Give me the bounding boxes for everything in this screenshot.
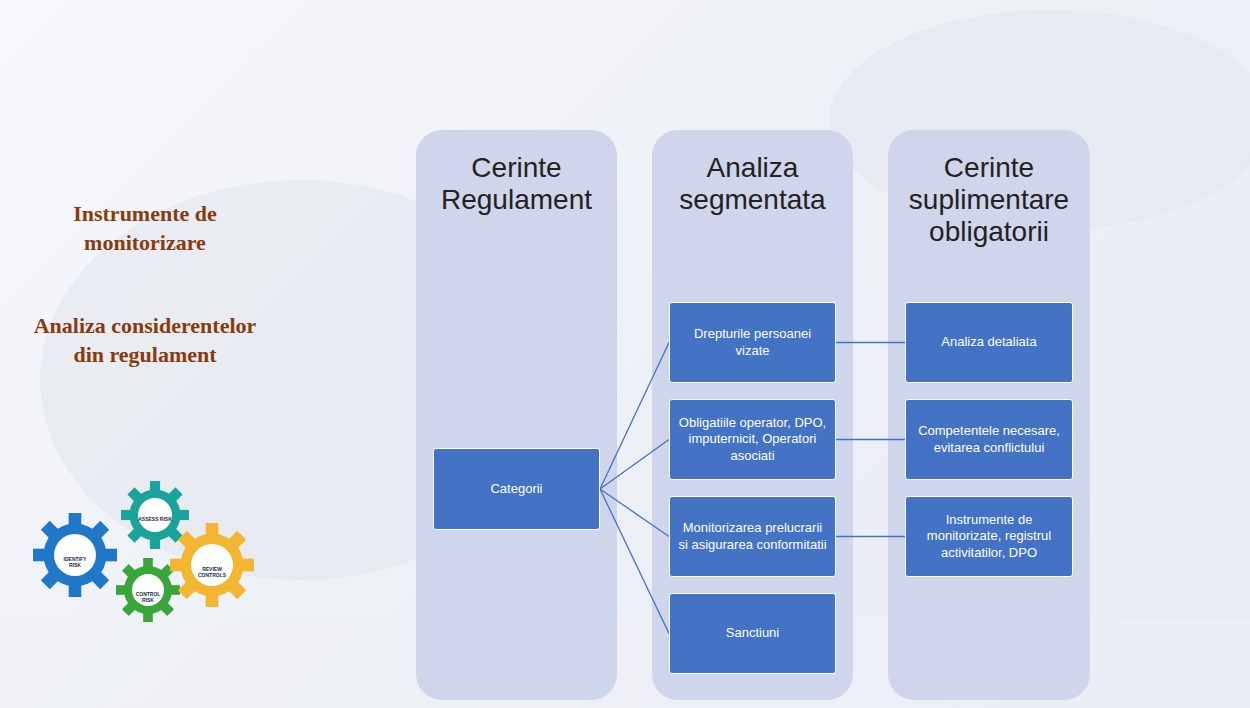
column-panel: Cerinte suplimentare obligatoriiAnaliza … bbox=[888, 130, 1090, 700]
process-box: Analiza detaliata bbox=[905, 302, 1073, 383]
box-label: Analiza detaliata bbox=[941, 334, 1036, 350]
box-label: Obligatiile operator, DPO, imputernicit,… bbox=[678, 415, 827, 464]
gear-label: CONTROL RISK bbox=[131, 592, 165, 603]
process-box: Drepturile persoanei vizate bbox=[669, 302, 836, 383]
box-label: Categorii bbox=[490, 481, 542, 497]
box-label: Instrumente de monitorizate, registrul a… bbox=[914, 512, 1064, 561]
process-box: Instrumente de monitorizate, registrul a… bbox=[905, 496, 1073, 577]
box-label: Drepturile persoanei vizate bbox=[678, 326, 827, 359]
gear-label: IDENTIFY RISK bbox=[58, 557, 92, 568]
process-box: Competentele necesare, evitarea conflict… bbox=[905, 399, 1073, 480]
process-box: Sanctiuni bbox=[669, 593, 836, 674]
column-heading: Cerinte Regulament bbox=[416, 130, 617, 216]
box-label: Competentele necesare, evitarea conflict… bbox=[914, 423, 1064, 456]
gear-icon bbox=[20, 470, 270, 640]
process-box: Monitorizarea prelucrarii si asigurarea … bbox=[669, 496, 836, 577]
box-label: Sanctiuni bbox=[726, 625, 779, 641]
box-label: Monitorizarea prelucrarii si asigurarea … bbox=[678, 520, 827, 553]
slide-title: Instrumente de monitorizare bbox=[30, 200, 260, 257]
gear-label: ASSESS RISK bbox=[138, 517, 172, 523]
gear-label: REVIEW CONTROLS bbox=[195, 567, 229, 578]
column-panel: Cerinte RegulamentCategorii bbox=[416, 130, 617, 700]
slide-subtitle: Analiza considerentelor din regulament bbox=[30, 312, 260, 369]
process-box: Categorii bbox=[433, 448, 600, 530]
column-panel: Analiza segmentataDrepturile persoanei v… bbox=[652, 130, 853, 700]
column-heading: Analiza segmentata bbox=[652, 130, 853, 216]
process-box: Obligatiile operator, DPO, imputernicit,… bbox=[669, 399, 836, 480]
column-heading: Cerinte suplimentare obligatorii bbox=[888, 130, 1090, 249]
